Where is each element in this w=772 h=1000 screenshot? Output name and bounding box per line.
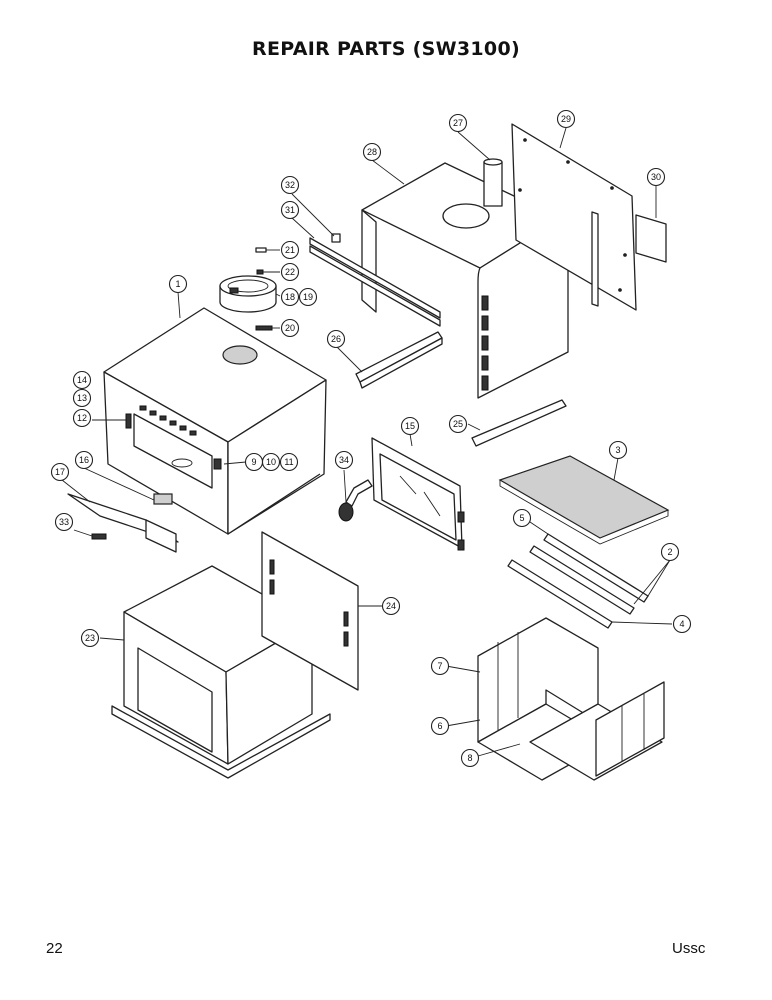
callout-8: 8 xyxy=(460,748,480,768)
svg-text:25: 25 xyxy=(453,419,463,429)
brand-name: Ussc xyxy=(672,940,706,957)
svg-text:26: 26 xyxy=(331,334,341,344)
svg-text:32: 32 xyxy=(285,180,295,190)
callout-26: 26 xyxy=(326,329,346,349)
svg-text:27: 27 xyxy=(453,118,463,128)
callout-18: 18 xyxy=(280,287,300,307)
callout-29: 29 xyxy=(556,109,576,129)
air-control-part xyxy=(213,458,222,470)
callout-bubbles: 1 2 3 4 5 6 7 8 9 10 11 12 13 14 15 16 1… xyxy=(50,109,692,768)
svg-text:12: 12 xyxy=(77,413,87,423)
callout-33: 33 xyxy=(54,512,74,532)
svg-text:15: 15 xyxy=(405,421,415,431)
pedestal-base-part xyxy=(111,565,331,779)
flue-ring-part xyxy=(219,275,277,313)
callout-9: 9 xyxy=(244,452,264,472)
svg-text:34: 34 xyxy=(339,455,349,465)
callout-12: 12 xyxy=(72,408,92,428)
callout-2: 2 xyxy=(660,542,680,562)
svg-text:9: 9 xyxy=(251,457,256,467)
firebrick-set-part xyxy=(477,617,665,781)
ash-tray-part xyxy=(67,493,179,553)
flue-collar-part xyxy=(483,158,503,207)
svg-text:17: 17 xyxy=(55,467,65,477)
callout-27: 27 xyxy=(448,113,468,133)
callout-34: 34 xyxy=(334,450,354,470)
svg-text:28: 28 xyxy=(367,147,377,157)
callout-11: 11 xyxy=(279,452,299,472)
svg-text:6: 6 xyxy=(437,721,442,731)
bolt-part xyxy=(91,533,107,540)
svg-text:20: 20 xyxy=(285,323,295,333)
leader-lines xyxy=(61,127,673,757)
svg-text:31: 31 xyxy=(285,205,295,215)
door-part xyxy=(371,437,465,551)
svg-text:23: 23 xyxy=(85,633,95,643)
side-bracket-part xyxy=(591,211,667,307)
callout-19: 19 xyxy=(298,287,318,307)
latch-handle-part xyxy=(125,413,132,429)
svg-text:3: 3 xyxy=(615,445,620,455)
callout-32: 32 xyxy=(280,175,300,195)
rear-shroud-part xyxy=(361,162,569,399)
svg-text:10: 10 xyxy=(266,457,276,467)
callout-28: 28 xyxy=(362,142,382,162)
callout-23: 23 xyxy=(80,628,100,648)
back-panel-part xyxy=(511,123,637,311)
callout-20: 20 xyxy=(280,318,300,338)
svg-text:8: 8 xyxy=(467,753,472,763)
svg-text:22: 22 xyxy=(285,267,295,277)
svg-text:13: 13 xyxy=(77,393,87,403)
stove-body-part xyxy=(103,307,327,535)
svg-text:5: 5 xyxy=(519,513,524,523)
baffle-board-part xyxy=(498,455,670,545)
baffle-rail-part xyxy=(471,399,567,447)
svg-text:18: 18 xyxy=(285,292,295,302)
svg-text:24: 24 xyxy=(386,601,396,611)
svg-text:14: 14 xyxy=(77,375,87,385)
side-panel-part xyxy=(261,531,359,691)
svg-text:4: 4 xyxy=(679,619,684,629)
callout-13: 13 xyxy=(72,388,92,408)
svg-text:11: 11 xyxy=(284,457,293,467)
door-handle-part xyxy=(338,479,373,522)
callout-31: 31 xyxy=(280,200,300,220)
callout-1: 1 xyxy=(168,274,188,294)
callout-7: 7 xyxy=(430,656,450,676)
svg-text:2: 2 xyxy=(667,547,672,557)
svg-text:29: 29 xyxy=(561,114,571,124)
callout-14: 14 xyxy=(72,370,92,390)
callout-15: 15 xyxy=(400,416,420,436)
svg-text:33: 33 xyxy=(59,517,69,527)
callout-25: 25 xyxy=(448,414,468,434)
callout-30: 30 xyxy=(646,167,666,187)
svg-text:19: 19 xyxy=(303,292,313,302)
callout-10: 10 xyxy=(261,452,281,472)
callout-4: 4 xyxy=(672,614,692,634)
svg-text:30: 30 xyxy=(651,172,661,182)
callout-6: 6 xyxy=(430,716,450,736)
lower-rail-part xyxy=(355,331,443,389)
page-title: REPAIR PARTS (SW3100) xyxy=(252,38,520,60)
svg-text:7: 7 xyxy=(437,661,442,671)
callout-16: 16 xyxy=(74,450,94,470)
callout-17: 17 xyxy=(50,462,70,482)
svg-text:16: 16 xyxy=(79,455,89,465)
svg-text:21: 21 xyxy=(285,245,295,255)
svg-text:1: 1 xyxy=(175,279,180,289)
callout-3: 3 xyxy=(608,440,628,460)
callout-24: 24 xyxy=(381,596,401,616)
callout-22: 22 xyxy=(280,262,300,282)
callout-5: 5 xyxy=(512,508,532,528)
upper-rail-part xyxy=(309,233,441,327)
page-number: 22 xyxy=(46,940,63,957)
air-tubes-part xyxy=(507,533,649,629)
callout-21: 21 xyxy=(280,240,300,260)
